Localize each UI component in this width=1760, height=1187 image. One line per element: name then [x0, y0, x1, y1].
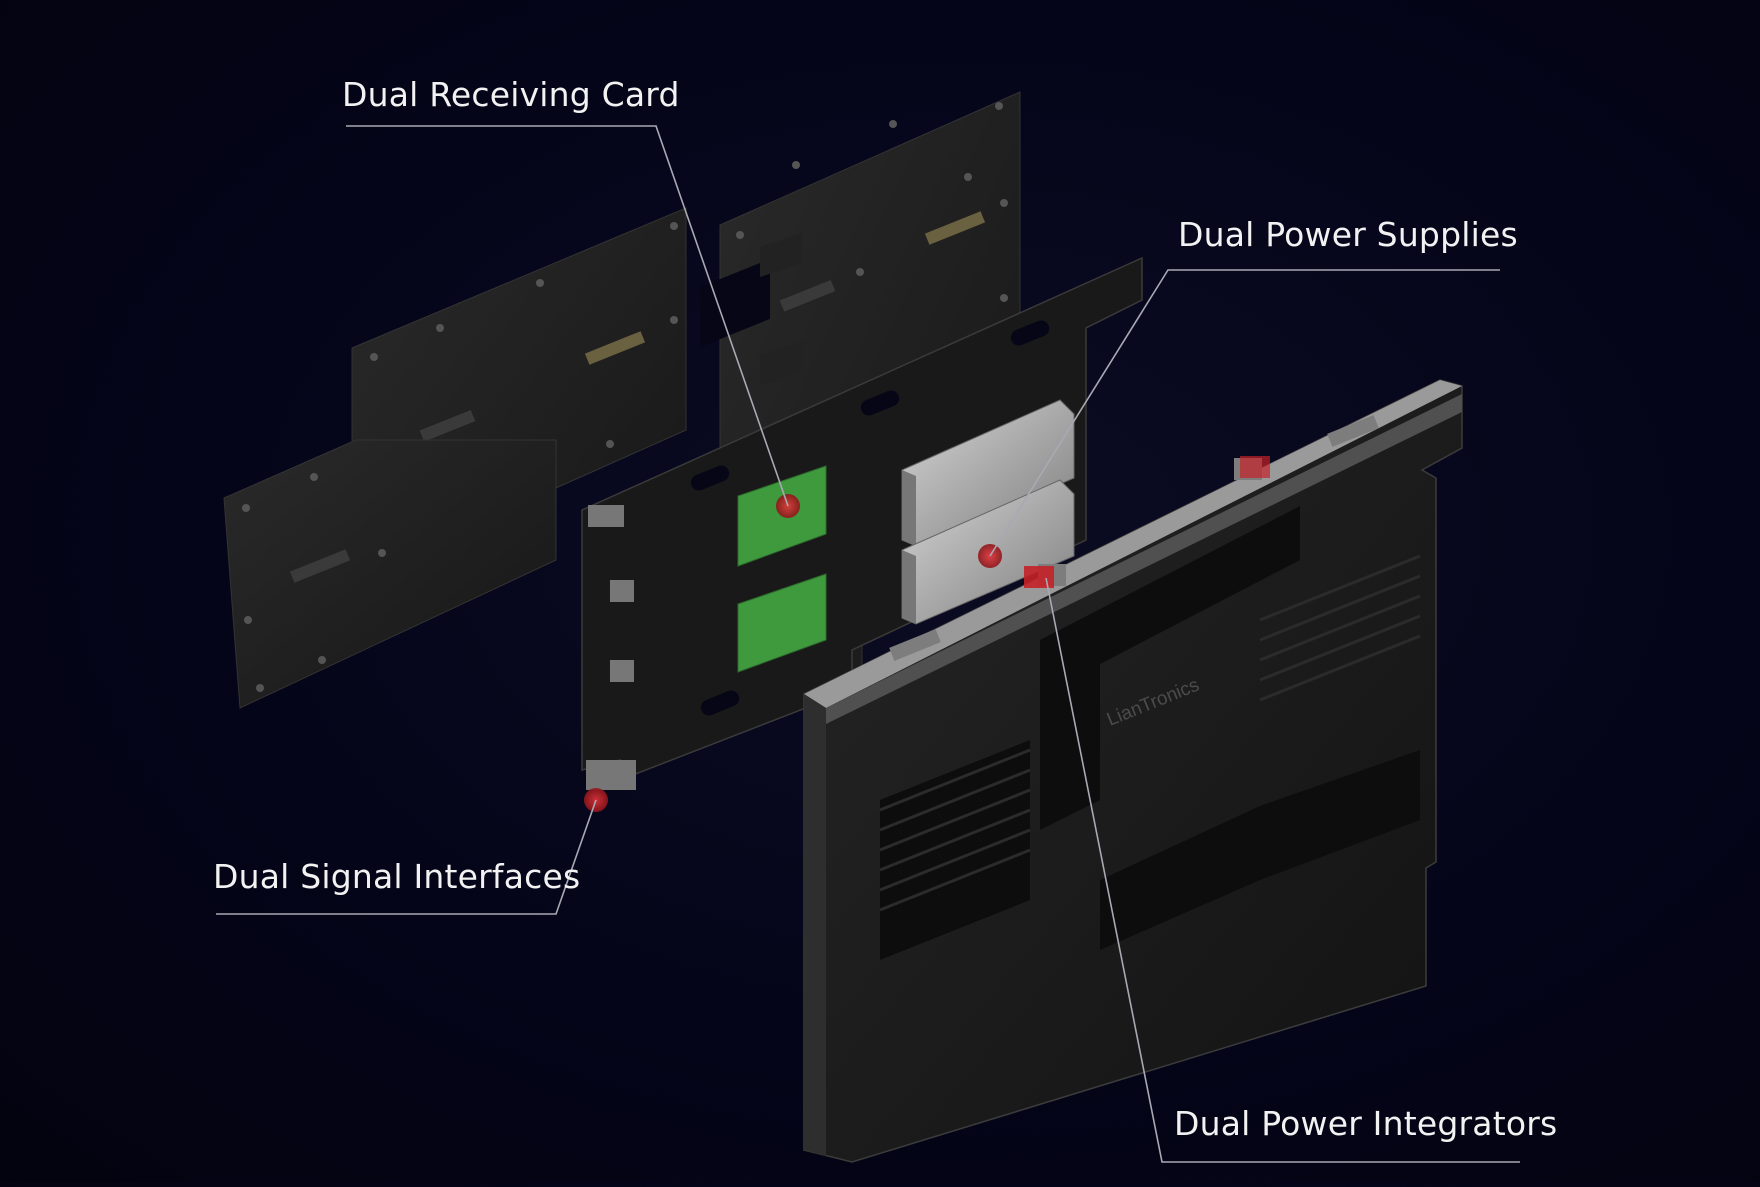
cabinet-housing: LianTronics [803, 379, 1463, 1163]
leader-receiving-card [346, 125, 789, 507]
callout-power-supplies: Dual Power Supplies [1178, 215, 1518, 254]
callout-receiving-card: Dual Receiving Card [342, 75, 680, 114]
back-plate-frame [581, 256, 1143, 790]
leader-signal-interfaces [216, 799, 597, 915]
power-supply-upper [901, 399, 1075, 547]
callout-signal-interfaces: Dual Signal Interfaces [213, 857, 581, 896]
callout-power-integrators: Dual Power Integrators [1174, 1104, 1558, 1143]
module-panel-front-left [223, 439, 557, 709]
receiving-card-lower [737, 341, 827, 673]
leader-power-supplies [989, 269, 1500, 557]
leader-power-integrators [1045, 577, 1520, 1163]
